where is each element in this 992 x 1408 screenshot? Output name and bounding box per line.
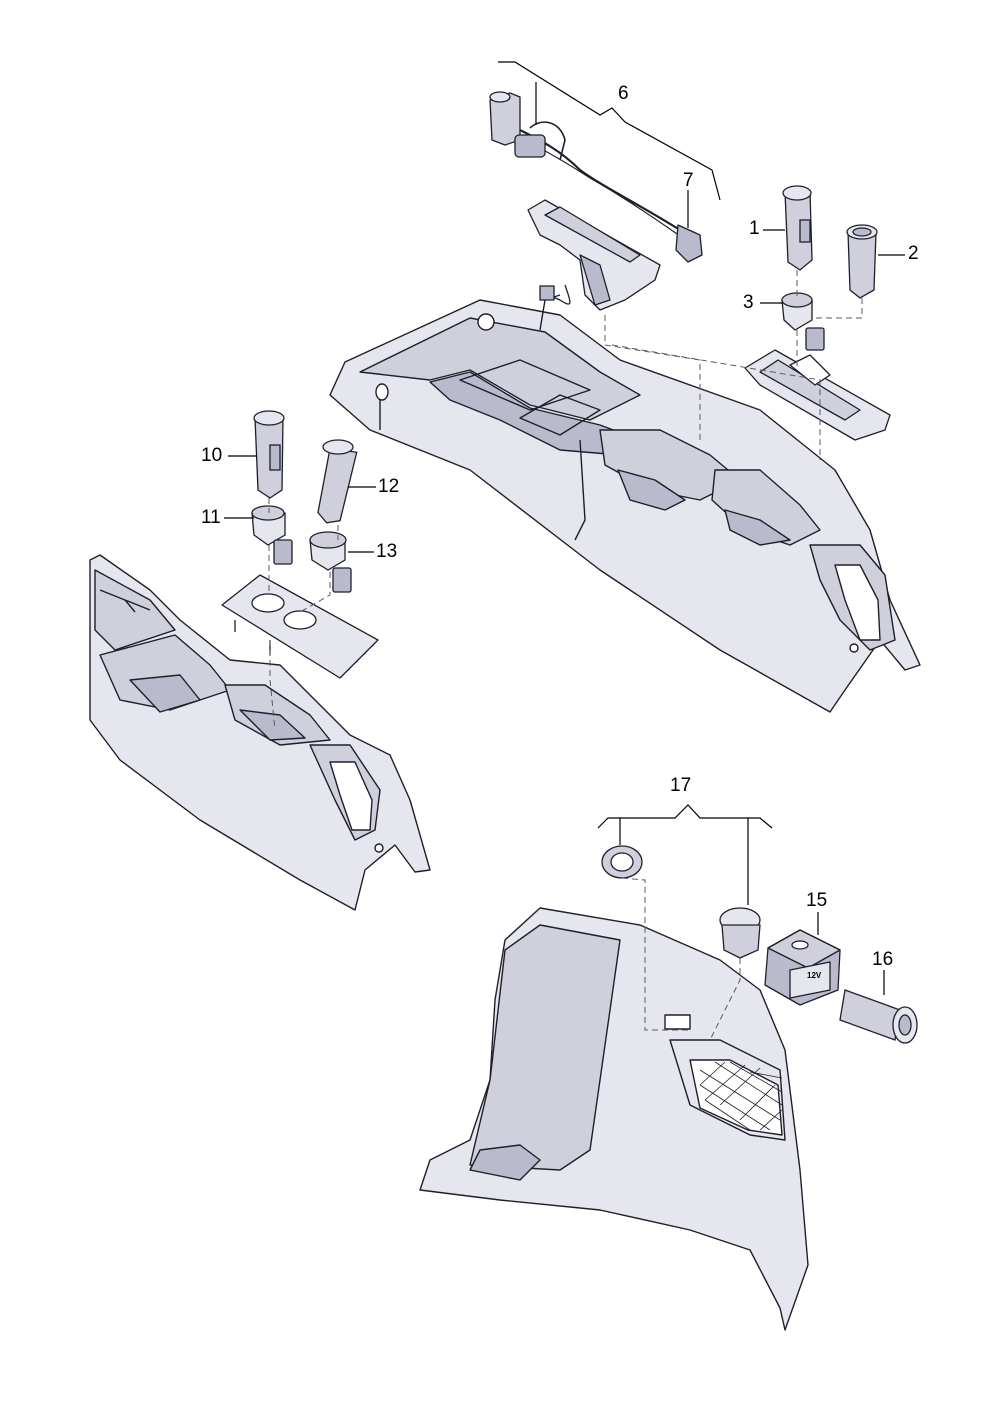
lighter-socket-2 bbox=[846, 224, 878, 299]
callout-11: 11 bbox=[201, 507, 221, 528]
threaded-ring bbox=[601, 845, 643, 879]
luggage-compartment-trim bbox=[419, 907, 809, 1331]
callout-1: 1 bbox=[749, 218, 760, 239]
mounting-plate bbox=[221, 574, 379, 679]
callout-16: 16 bbox=[872, 949, 894, 970]
callout-13: 13 bbox=[376, 541, 398, 562]
cigarette-lighter-bracket bbox=[527, 199, 661, 311]
callout-leaders bbox=[224, 61, 905, 995]
callout-10: 10 bbox=[201, 445, 223, 466]
callout-12: 12 bbox=[378, 476, 400, 497]
center-console-upper bbox=[329, 294, 921, 713]
center-console-lower bbox=[89, 554, 431, 911]
callout-2: 2 bbox=[908, 243, 919, 264]
wiring-harness bbox=[489, 91, 703, 263]
blanking-plug bbox=[719, 907, 761, 959]
assembly-guide-lines bbox=[268, 270, 863, 1041]
lighter-cap-13 bbox=[309, 531, 352, 593]
callout-6: 6 bbox=[618, 83, 629, 104]
callout-17: 17 bbox=[670, 775, 692, 796]
socket-12v-marking: 12V bbox=[807, 971, 822, 980]
callout-15: 15 bbox=[806, 890, 828, 911]
callout-7: 7 bbox=[683, 170, 694, 191]
storage-net bbox=[689, 1059, 783, 1136]
socket-12v bbox=[764, 929, 841, 1006]
lighter-ring-11 bbox=[251, 505, 293, 565]
lighter-socket-16 bbox=[839, 989, 918, 1044]
lighter-socket-12 bbox=[317, 439, 358, 524]
lighter-ring-3 bbox=[781, 292, 825, 351]
lighter-element bbox=[782, 185, 813, 271]
socket-tray bbox=[744, 349, 891, 441]
callout-3: 3 bbox=[743, 292, 754, 313]
lighter-element-10 bbox=[253, 410, 285, 499]
